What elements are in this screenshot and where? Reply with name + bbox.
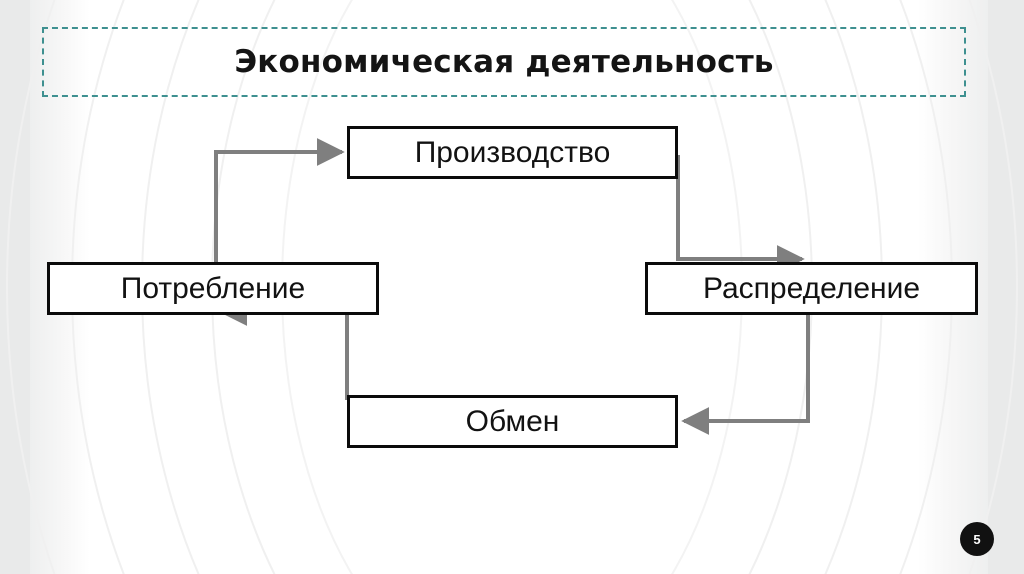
title-frame: Экономическая деятельность: [42, 27, 966, 97]
node-exchange-label: Обмен: [465, 404, 560, 438]
node-distribution-label: Распределение: [702, 271, 921, 305]
edge-production-to-distribution: [676, 155, 805, 273]
node-consumption[interactable]: Потребление: [47, 262, 379, 315]
edge-distribution-to-exchange: [681, 315, 810, 435]
edge-exchange-to-consumption: [219, 298, 349, 400]
edge-consumption-to-production: [214, 138, 345, 312]
node-consumption-label: Потребление: [120, 271, 306, 305]
slide-number-badge: 5: [960, 522, 994, 556]
node-distribution[interactable]: Распределение: [645, 262, 978, 315]
node-exchange[interactable]: Обмен: [347, 395, 678, 448]
node-production[interactable]: Производство: [347, 126, 678, 179]
node-production-label: Производство: [414, 135, 611, 169]
page-title: Экономическая деятельность: [234, 44, 774, 80]
